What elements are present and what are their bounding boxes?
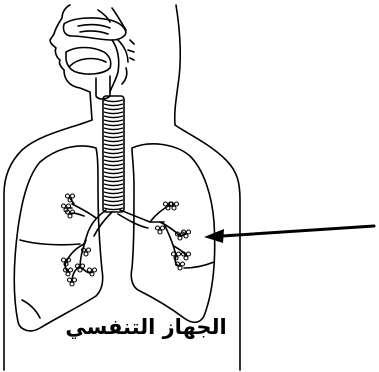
alveolus	[73, 278, 77, 282]
trachea-rings	[104, 100, 123, 210]
alveolus	[161, 226, 165, 230]
nasal-cavity	[63, 18, 126, 40]
alveolus	[87, 248, 91, 252]
trachea-ring	[104, 192, 123, 194]
trachea-ring	[104, 148, 123, 150]
trachea-ring	[104, 136, 123, 138]
tongue	[70, 59, 106, 66]
right-lung-fissure	[184, 262, 214, 268]
trachea-ring	[104, 172, 123, 174]
trachea-ring	[104, 108, 123, 110]
trachea-ring	[104, 176, 123, 178]
alveolus	[187, 230, 191, 234]
alveolus	[181, 262, 185, 266]
diagram-caption: الجهاز التنفسي	[0, 315, 292, 340]
right-lung	[131, 144, 214, 322]
trachea-ring	[104, 204, 123, 206]
trachea-ring	[104, 132, 123, 134]
trachea-ring	[104, 124, 123, 126]
head-back-outline	[175, 5, 180, 125]
alveolus	[84, 252, 88, 256]
alveolus	[62, 258, 66, 262]
alveolus	[158, 230, 162, 234]
alveolus	[156, 226, 160, 230]
trachea-ring	[104, 180, 123, 182]
alveolus	[71, 194, 75, 198]
head-outline	[50, 5, 92, 120]
pointer-arrow	[204, 226, 374, 243]
trachea-ring	[104, 156, 123, 158]
trachea-ring	[104, 140, 123, 142]
alveolus	[62, 204, 66, 208]
trachea-ring	[104, 112, 123, 114]
trachea-ring	[104, 100, 123, 102]
trachea-ring	[104, 196, 123, 198]
trachea-ring	[104, 184, 123, 186]
trachea-ring	[104, 188, 123, 190]
alveolus	[66, 194, 70, 198]
trachea-ring	[104, 128, 123, 130]
trachea-ring	[104, 200, 123, 202]
trachea-ring	[104, 168, 123, 170]
alveolus	[187, 252, 191, 256]
nasal-turbinates	[78, 25, 110, 34]
right-main-bronchus	[118, 210, 164, 228]
alveolus	[68, 278, 72, 282]
trachea-ring	[104, 116, 123, 118]
trachea-ring	[104, 120, 123, 122]
trachea-ring	[104, 104, 123, 106]
alveolus	[69, 268, 73, 272]
trachea-ring	[104, 144, 123, 146]
left-lung-fissure	[20, 240, 80, 245]
alveolus	[88, 268, 92, 272]
alveolus	[175, 202, 179, 206]
alveolus	[93, 268, 97, 272]
trachea-ring	[104, 160, 123, 162]
alveolus	[164, 202, 168, 206]
trachea-ring	[104, 164, 123, 166]
alveolus	[177, 252, 181, 256]
trachea-ring	[104, 152, 123, 154]
